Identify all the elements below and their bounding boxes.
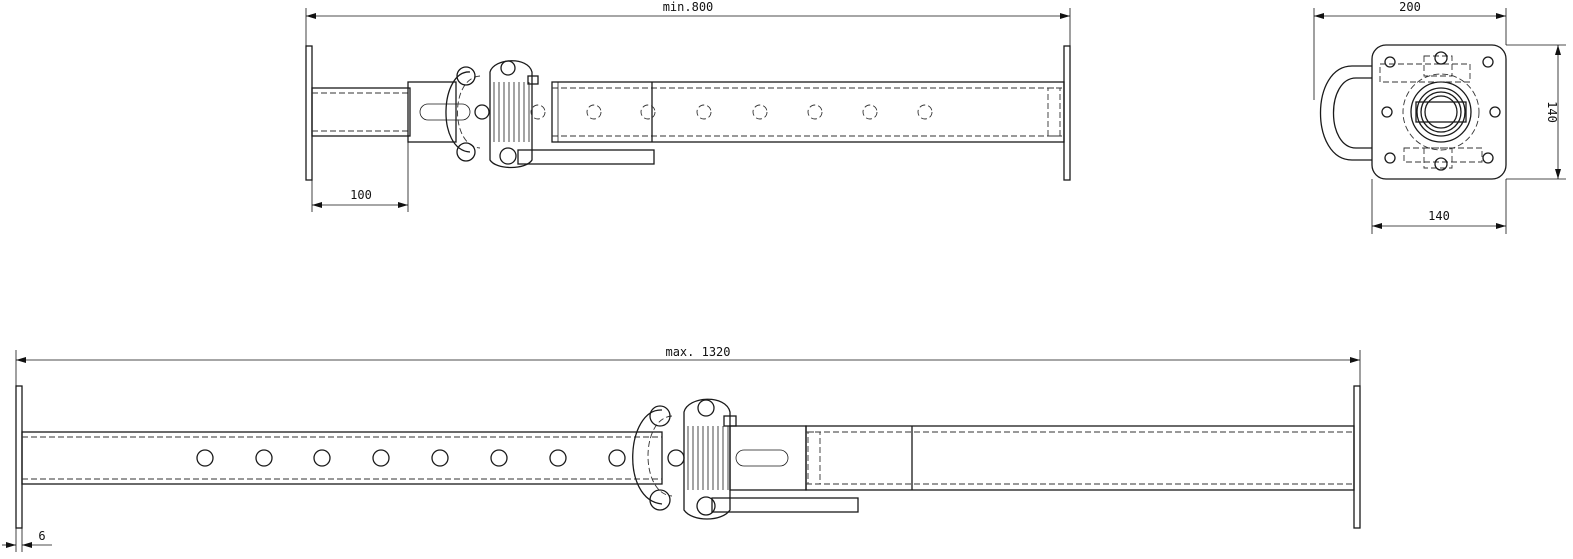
thread-hatch: [493, 82, 530, 142]
min-length-label: min.800: [663, 0, 714, 14]
locking-nut-extended: [683, 398, 731, 520]
width-140-label: 140: [1428, 209, 1450, 223]
end-plate-right: [1063, 45, 1071, 181]
outer-tube: [551, 81, 1065, 143]
end-view: [1319, 44, 1507, 180]
offset-label: 100: [350, 188, 372, 202]
height-140-label: 140: [1545, 101, 1559, 123]
max-length-label: max. 1320: [665, 345, 730, 359]
dimension-max-length: max. 1320: [15, 345, 1361, 386]
dimension-plate-thickness: 6: [2, 528, 52, 552]
pin-slot: [419, 103, 471, 121]
locking-nut: [489, 60, 533, 169]
collar-extended: [729, 425, 807, 491]
prop-view-extended: [15, 385, 1361, 529]
handle-bar-extended: [711, 497, 859, 513]
collar: [407, 81, 457, 143]
inner-tube: [311, 87, 411, 137]
inner-tube-extended: [805, 425, 1355, 491]
end-view-handle: [1319, 65, 1372, 161]
clamp-bracket: [445, 71, 471, 153]
base-plate: [1371, 44, 1507, 180]
end-plate-left: [305, 45, 313, 181]
adjustment-holes: [530, 104, 933, 120]
dimension-width-140: 140: [1371, 179, 1507, 234]
pin-slot-extended: [735, 449, 789, 467]
width-200-label: 200: [1399, 0, 1421, 14]
end-plate-right-extended: [1353, 385, 1361, 529]
thread-hatch-extended: [687, 426, 729, 490]
dimension-width-200: 200: [1313, 0, 1507, 100]
tube-outer-circle: [1410, 81, 1472, 143]
dimension-min-length: min.800: [305, 0, 1071, 46]
adjustment-holes-extended: [196, 449, 626, 467]
end-plate-left-extended: [15, 385, 23, 529]
plate-6-label: 6: [38, 529, 45, 543]
dimension-height-140: 140: [1506, 44, 1566, 180]
dimension-offset: 100: [311, 142, 409, 212]
handle-bar: [517, 149, 655, 165]
prop-view-retracted: [305, 45, 1071, 181]
outer-tube-extended: [21, 431, 663, 485]
